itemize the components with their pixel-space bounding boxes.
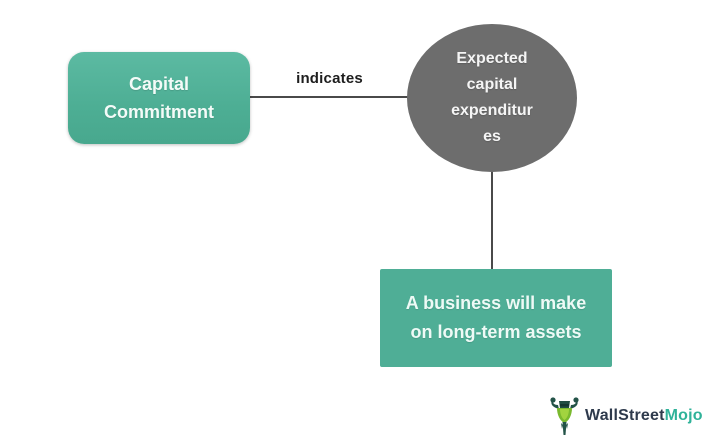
node-capital-commitment: Capital Commitment	[68, 52, 250, 144]
node-capital-commitment-line1: Capital	[128, 74, 189, 94]
node-expected-line4: es	[483, 128, 501, 145]
node-long-term-line1: A business will make	[405, 293, 587, 313]
node-expected-line1: Expected	[456, 50, 528, 67]
node-long-term-assets: A business will make on long-term assets	[380, 269, 612, 367]
logo-wordmark: WallStreetMojo	[585, 407, 703, 425]
connector-horizontal	[249, 96, 409, 98]
wallstreetmojo-logo: WallStreetMojo	[549, 394, 703, 438]
node-long-term-line2: on long-term assets	[410, 322, 582, 342]
logo-text-mojo: Mojo	[664, 407, 703, 424]
bull-icon	[550, 397, 579, 435]
edge-label-indicates: indicates	[296, 70, 363, 87]
logo-text-wallstreet: WallStreet	[585, 407, 665, 424]
node-expected-capital-expenditures: Expected capital expenditur es	[407, 24, 577, 172]
node-capital-commitment-line2: Commitment	[103, 102, 214, 122]
connector-vertical	[491, 170, 493, 269]
node-expected-line3: expenditur	[451, 102, 533, 119]
node-expected-line2: capital	[466, 76, 518, 93]
